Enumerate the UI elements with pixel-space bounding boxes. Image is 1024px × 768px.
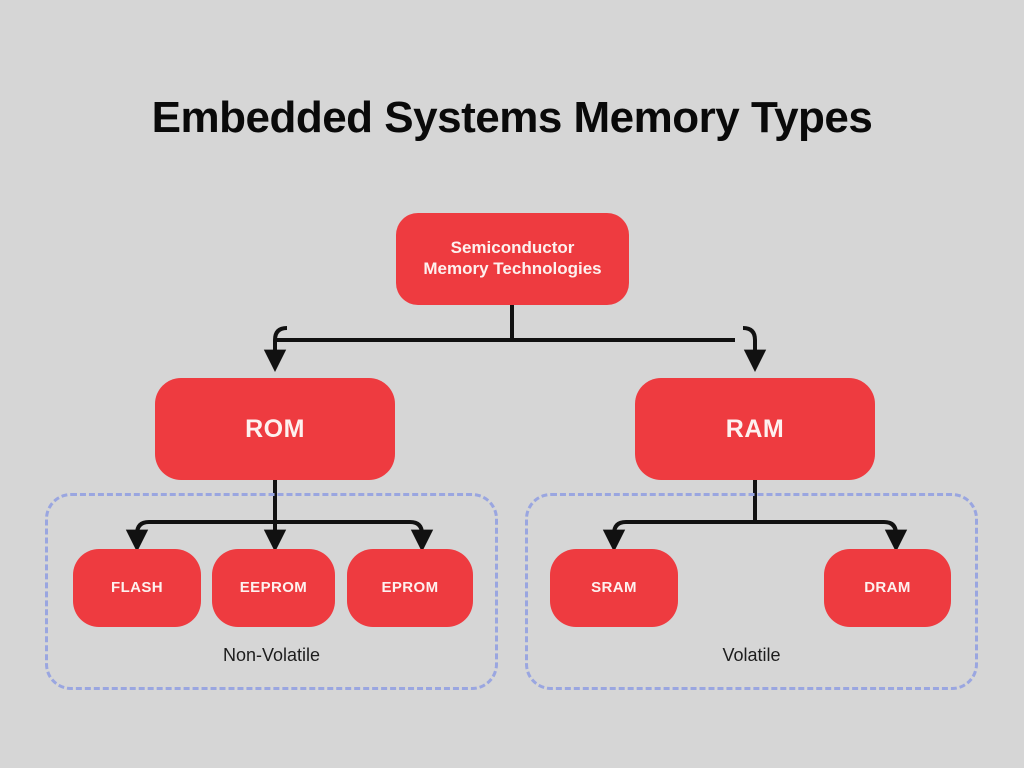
node-eeprom-label: EEPROM — [239, 578, 308, 596]
node-flash-label: FLASH — [111, 578, 163, 596]
node-eeprom[interactable]: EEPROM — [212, 549, 335, 627]
group-label-volatile: Volatile — [722, 645, 781, 665]
edge-root-to-level2 — [263, 305, 767, 373]
node-rom[interactable]: ROM — [155, 378, 395, 480]
edge-root-bus — [273, 326, 757, 341]
group-label-non-volatile: Non-Volatile — [222, 645, 321, 665]
node-eprom-label: EPROM — [381, 578, 439, 596]
page-title: Embedded Systems Memory Types — [151, 93, 873, 142]
node-dram[interactable]: DRAM — [824, 549, 951, 627]
group-box-non-volatile — [45, 493, 498, 690]
node-root-label-line2: Memory Technologies — [423, 259, 602, 278]
node-sram-label: SRAM — [591, 578, 637, 596]
group-box-volatile — [525, 493, 978, 690]
node-ram[interactable]: RAM — [635, 378, 875, 480]
node-eprom[interactable]: EPROM — [347, 549, 473, 627]
node-ram-label: RAM — [725, 414, 785, 443]
node-flash[interactable]: FLASH — [73, 549, 201, 627]
node-rom-label: ROM — [245, 414, 305, 443]
node-root-label-line1: Semiconductor — [450, 238, 575, 258]
node-sram[interactable]: SRAM — [550, 549, 678, 627]
node-semiconductor-memory-technologies[interactable]: Semiconductor Memory Technologies — [396, 213, 629, 305]
node-dram-label: DRAM — [864, 578, 911, 596]
